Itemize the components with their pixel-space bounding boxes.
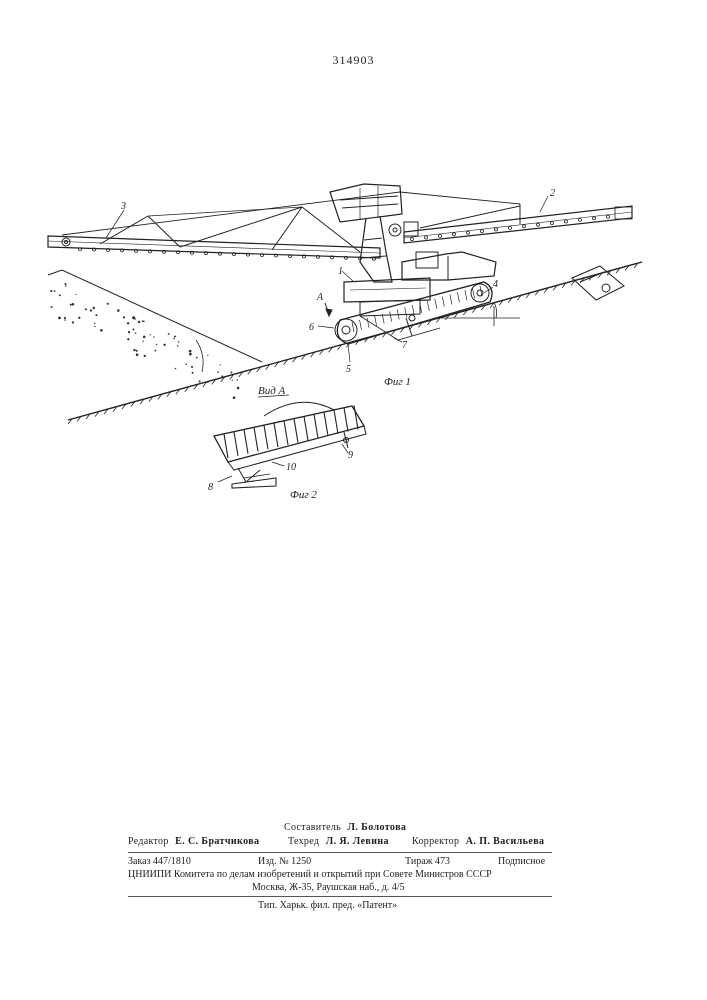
techred-label: Техред <box>288 836 319 847</box>
corrector-name: А. П. Васильева <box>466 836 545 847</box>
right-boom-conveyor <box>400 192 632 243</box>
ref-7: 7 <box>402 340 408 351</box>
ref-4: 4 <box>493 279 498 290</box>
view-a-arrow <box>325 303 332 316</box>
editor-label: Редактор <box>128 836 169 847</box>
ref-2: 2 <box>550 188 555 199</box>
distant-machine <box>572 266 624 300</box>
left-boom-conveyor <box>48 192 400 260</box>
org-line: ЦНИИПИ Комитета по делам изобретений и о… <box>128 869 492 880</box>
subscription: Подписное <box>498 856 545 867</box>
ref-1: 1 <box>338 266 343 277</box>
editor-line: Редактор Е. С. Братчикова <box>128 836 259 847</box>
ref-3: 3 <box>120 201 126 212</box>
circulation: Тираж 473 <box>405 856 450 867</box>
printer-line: Тип. Харьк. фил. пред. «Патент» <box>258 900 397 911</box>
ref-10: 10 <box>286 462 296 473</box>
fig1-caption: Фиг 1 <box>384 376 411 388</box>
edition-number: Изд. № 1250 <box>258 856 311 867</box>
fig2-caption: Фиг 2 <box>290 489 317 501</box>
corrector-line: Корректор А. П. Васильева <box>412 836 544 847</box>
arrow-a-label: А <box>316 292 324 303</box>
view-a-label: Вид А <box>258 385 286 397</box>
ref-8: 8 <box>208 482 213 493</box>
corrector-label: Корректор <box>412 836 459 847</box>
address-line: Москва, Ж-35, Раушская наб., д. 4/5 <box>252 882 405 893</box>
ref-9: 9 <box>348 450 353 461</box>
counterweight-housing <box>402 252 496 280</box>
ref-5: 5 <box>346 364 351 375</box>
techred-line: Техред Л. Я. Левина <box>288 836 389 847</box>
techred-name: Л. Я. Левина <box>326 836 389 847</box>
editor-name: Е. С. Братчикова <box>175 836 259 847</box>
ref-6: 6 <box>309 322 314 333</box>
mast <box>360 216 392 282</box>
compiler-name: Л. Болотова <box>348 822 407 833</box>
spoil-pile <box>48 270 262 399</box>
compiler-line: Составитель Л. Болотова <box>284 822 406 833</box>
turntable-body <box>344 278 430 316</box>
operator-cabin <box>330 184 418 236</box>
compiler-label: Составитель <box>284 822 341 833</box>
order-number: Заказ 447/1810 <box>128 856 191 867</box>
fig2-view-a <box>214 402 366 488</box>
crawler-undercarriage <box>335 282 492 344</box>
ground-slope <box>68 262 642 424</box>
